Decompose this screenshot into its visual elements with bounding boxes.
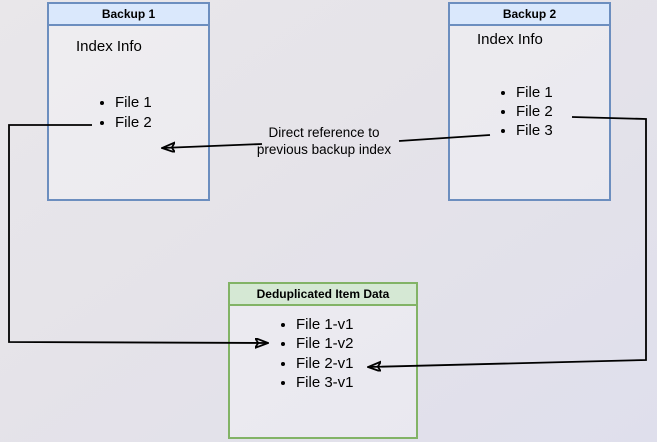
backup2-header: Backup 2 (450, 4, 609, 26)
edge-annotation-line2: previous backup index (256, 142, 392, 157)
file-item: File 3-v1 (296, 373, 354, 392)
dedup-file-list: File 1-v1 File 1-v2 File 2-v1 File 3-v1 (279, 315, 354, 393)
file-item: File 2-v1 (296, 354, 354, 373)
edge-annotation-line1: Direct reference to (268, 125, 380, 140)
file-item: File 1-v1 (296, 315, 354, 334)
backup1-box: Backup 1 Index Info File 1 File 2 (47, 2, 210, 201)
file-item: File 1 (115, 93, 152, 113)
backup1-header: Backup 1 (49, 4, 208, 26)
dedup-header: Deduplicated Item Data (230, 284, 416, 306)
backup2-file-list: File 1 File 2 File 3 (499, 84, 553, 140)
file-item: File 1 (516, 84, 553, 103)
backup1-file-list: File 1 File 2 (98, 93, 152, 133)
file-item: File 2 (115, 113, 152, 133)
file-item: File 3 (516, 122, 553, 141)
backup2-box: Backup 2 Index Info File 1 File 2 File 3 (448, 2, 611, 201)
deduplicated-item-data-box: Deduplicated Item Data File 1-v1 File 1-… (228, 282, 418, 439)
backup2-index-label: Index Info (477, 31, 543, 48)
file-item: File 2 (516, 103, 553, 122)
file-item: File 1-v2 (296, 334, 354, 353)
backup1-index-label: Index Info (76, 38, 142, 55)
edge-annotation: Direct reference to previous backup inde… (234, 124, 414, 158)
